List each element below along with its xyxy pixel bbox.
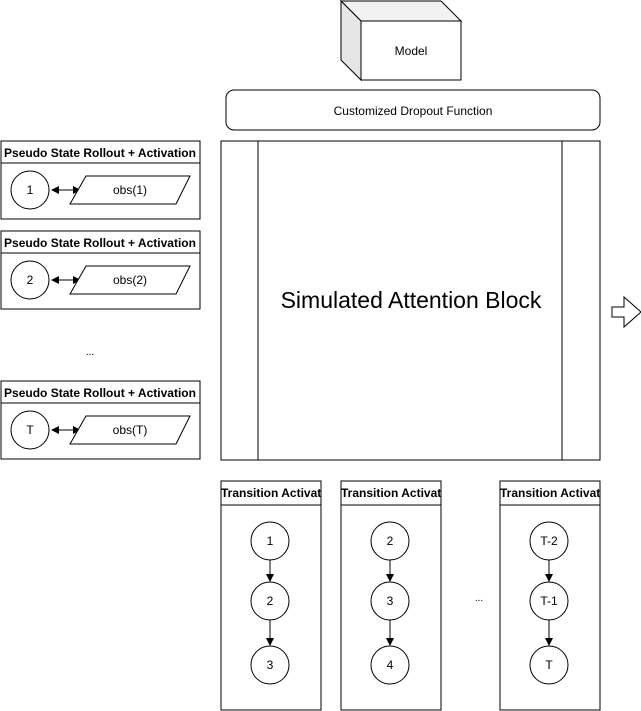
rollout-title: Pseudo State Rollout + Activation [4, 386, 196, 400]
dropout-label: Customized Dropout Function [334, 104, 493, 118]
state-node [10, 260, 50, 300]
transition-panel: Transition Activation 2 3 4 [340, 480, 459, 711]
obs-parallelogram [69, 175, 191, 205]
obs-label: obs(T) [113, 423, 148, 437]
rollout-panel: Pseudo State Rollout + Activation 1 obs(… [0, 140, 201, 220]
model-cube: Model [339, 0, 463, 82]
rollout-ellipsis: ... [86, 347, 94, 358]
transition-node [250, 645, 290, 685]
output-arrow [611, 295, 641, 329]
transition-panel: Transition Activation 1 2 3 [220, 480, 339, 711]
rollout-panel: Pseudo State Rollout + Activation 2 obs(… [0, 230, 201, 310]
state-label: T [26, 423, 34, 437]
obs-parallelogram [69, 415, 191, 445]
state-label: 2 [27, 273, 34, 287]
state-node [10, 410, 50, 450]
obs-label: obs(2) [113, 273, 147, 287]
transition-ellipsis: ... [475, 593, 483, 604]
transition-node-label: 1 [267, 534, 274, 548]
transition-title: Transition Activation [221, 486, 339, 500]
transition-node-label: 3 [267, 658, 274, 672]
state-node [10, 170, 50, 210]
obs-label: obs(1) [113, 183, 147, 197]
rollout-title: Pseudo State Rollout + Activation [4, 236, 196, 250]
rollout-title: Pseudo State Rollout + Activation [4, 146, 196, 160]
attention-label: Simulated Attention Block [281, 287, 542, 313]
transition-node-label: T-1 [540, 594, 558, 608]
model-cube-front [360, 20, 462, 81]
rollout-panel: Pseudo State Rollout + Activation T obs(… [0, 380, 201, 460]
obs-parallelogram [69, 265, 191, 295]
transition-node-label: T-2 [540, 534, 558, 548]
transition-node-label: 4 [387, 658, 394, 672]
transition-node-label: T [545, 658, 553, 672]
transition-node-label: 3 [387, 594, 394, 608]
transition-node [529, 645, 569, 685]
state-label: 1 [27, 183, 34, 197]
transition-node-label: 2 [267, 594, 274, 608]
transition-title: Transition Activation [500, 486, 618, 500]
attention-block: Simulated Attention Block [220, 140, 601, 461]
transition-node [370, 645, 410, 685]
transition-node-label: 2 [387, 534, 394, 548]
dropout-function-box: Customized Dropout Function [225, 89, 601, 131]
transition-panel: Transition Activation T-2 T-1 T [499, 480, 618, 711]
model-cube-top [339, 0, 463, 22]
transition-title: Transition Activation [341, 486, 459, 500]
model-label: Model [395, 44, 428, 58]
